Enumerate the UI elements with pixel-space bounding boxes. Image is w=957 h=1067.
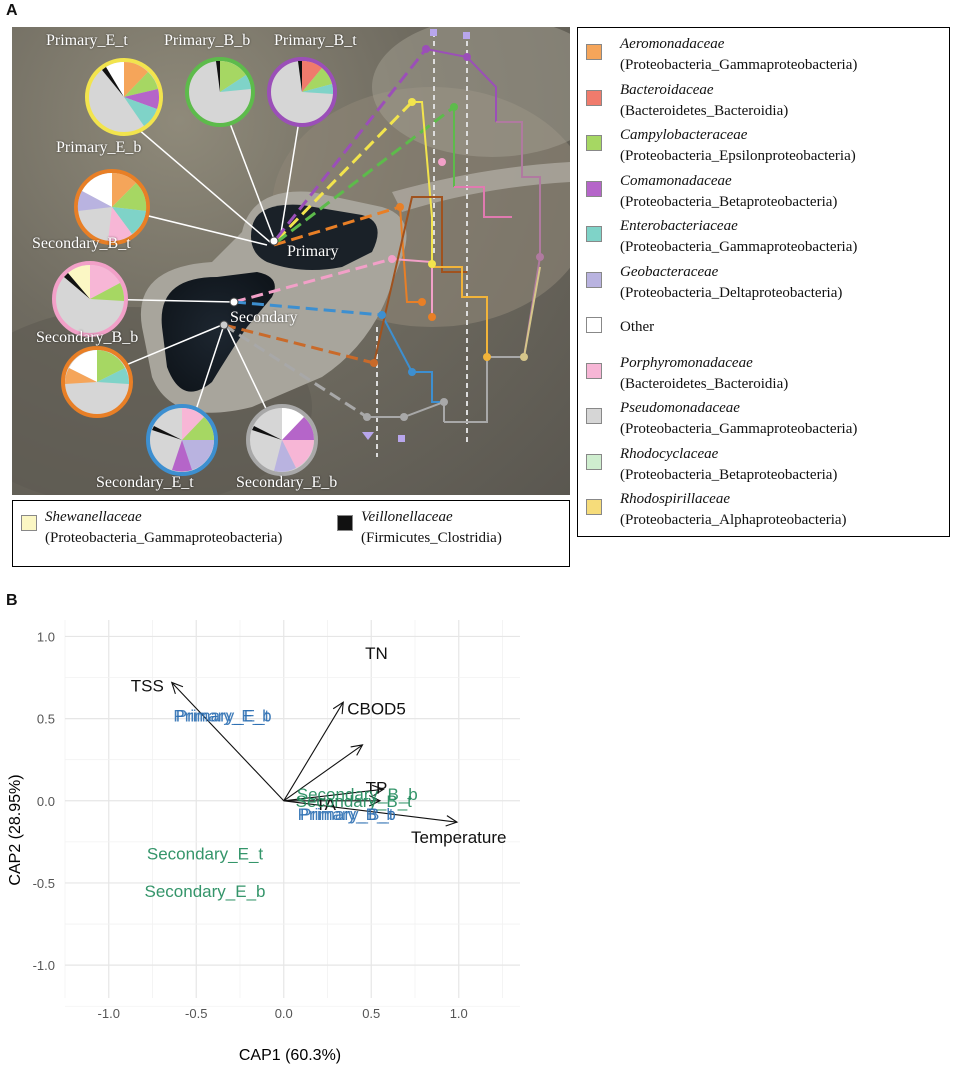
x-tick-label: 0.0 [275,1006,293,1021]
legend-swatch-campylobacteraceae [586,135,602,151]
sample-label-primary-b-b: Primary_B_b [298,805,396,824]
dendrogram-dashed-links [223,48,455,419]
legend-swatch-comamonadaceae [586,180,602,197]
legend-swatch-enterobacteriaceae [586,226,602,242]
vector-label-temperature: Temperature [411,828,506,847]
legend-entry-campylobacteraceae: Campylobacteraceae(Proteobacteria_Epsilo… [620,127,856,164]
sample-label-secondary-e-b: Secondary_E_b [145,882,266,901]
pie-secondary-e-b [246,404,318,476]
vector-label-ta: TA [316,795,337,814]
legend-swatch-aeromonadaceae [586,44,602,60]
legend-entry-aeromonadaceae: Aeromonadaceae(Proteobacteria_Gammaprote… [620,36,858,73]
sample-label-primary-b-t: Primary_B_t [300,805,394,824]
y-tick-label: 1.0 [37,629,55,644]
vector-arrowhead [170,681,184,695]
pie-label-primary-e-t: Primary_E_t [46,32,128,49]
legend-entry-enterobacteriaceae: Enterobacteriaceae(Proteobacteria_Gammap… [620,218,858,255]
legend-entry-pseudomonadaceae: Pseudomonadaceae(Proteobacteria_Gammapro… [620,400,858,437]
x-tick-label: 0.5 [362,1006,380,1021]
map-label-primary: Primary [287,243,339,260]
pie-primary-e-t [85,58,163,136]
vector-arrowhead [332,701,344,715]
legend-swatch-rhodocyclaceae [586,453,602,470]
vector-cbod5 [283,744,363,802]
vector-tss [171,682,285,802]
y-axis-label: CAP2 (28.95%) [7,774,24,885]
sample-label-secondary-e-t: Secondary_E_t [147,844,264,863]
pie-label-primary-b-b: Primary_B_b [164,32,251,49]
sample-label-secondary-b-t: Secondary_B_t [296,792,413,811]
map-label-secondary: Secondary [230,309,298,326]
vector-temperature [283,800,458,823]
legend-entry-other: Other [620,319,655,335]
legend-entry-porphyromonadaceae: Porphyromonadaceae(Bacteroidetes_Bactero… [620,354,789,392]
vector-label-tss: TSS [131,677,164,696]
vector-label-tn: TN [365,644,388,663]
y-tick-label: 0.5 [37,712,55,727]
map-graphics [12,27,570,495]
pie-secondary-e-t [146,404,218,476]
vector-label-tp: TP [366,779,388,798]
legend-entry-rhodocyclaceae: Rhodocyclaceae(Proteobacteria_Betaproteo… [620,445,838,483]
plot-grid [64,620,520,1007]
legend-entry-veillonellaceae: Veillonellaceae (Firmicutes_Clostridia) [361,509,502,546]
vector-arrowhead [350,744,364,756]
legend-swatch-pseudomonadaceae [586,408,602,424]
legend-entry-bacteroidaceae: Bacteroidaceae(Bacteroidetes_Bacteroidia… [620,81,789,119]
vector-arrowhead [368,795,382,807]
cap-biplot: -1.0 -0.5 0.0 0.5 1.0 -1.0 -0.5 0.0 0.5 1.0 TSS TN… [7,620,520,1064]
pie-label-primary-b-t: Primary_B_t [274,32,357,49]
legend-swatch-porphyromonadaceae [586,362,602,379]
legend-swatch-bacteroidaceae [586,89,602,106]
legend-swatch-rhodospirillaceae [586,499,602,515]
pie-primary-b-t [267,57,337,127]
axis-ticks: -1.0 -0.5 0.0 0.5 1.0 -1.0 -0.5 0.0 0.5 1.0 [33,629,468,1021]
pie-label-secondary-b-t: Secondary_B_t [32,235,131,252]
legend-entry-rhodospirillaceae: Rhodospirillaceae(Proteobacteria_Alphapr… [620,491,847,528]
pie-label-primary-e-b: Primary_E_b [56,139,142,156]
vector-tp [283,788,384,802]
panel-b-letter: B [6,592,18,609]
satellite-map: Primary_E_t Primary_B_b Primary_B_t Prim… [12,27,570,495]
sampling-points [219,236,279,330]
legend-swatch-shewanellaceae [21,515,37,531]
vector-arrowhead [371,784,385,797]
legend-swatch-other [586,317,602,333]
x-tick-label: 1.0 [450,1006,468,1021]
panel-a-letter: A [6,2,18,19]
vector-tn [283,701,344,802]
x-axis-label: CAP1 (60.3%) [239,1047,341,1064]
pie-label-secondary-b-b: Secondary_B_b [36,329,139,346]
secondary-pond [161,272,275,392]
sample-label-primary-e-t: Primary_E_t [176,706,270,725]
vector-arrowhead [445,815,459,827]
x-tick-label: -0.5 [185,1006,207,1021]
pie-secondary-b-b [61,346,133,418]
legend-entry-comamonadaceae: Comamonadaceae(Proteobacteria_Betaproteo… [620,172,838,210]
vector-label-cbod5: CBOD5 [347,700,406,719]
pie-secondary-b-t [52,261,128,337]
family-legend-bottom: Shewanellaceae (Proteobacteria_Gammaprot… [12,500,570,567]
legend-swatch-veillonellaceae [337,515,353,531]
pie-label-secondary-e-b: Secondary_E_b [236,474,338,491]
sample-label-primary-e-b: Primary_E_b [173,706,271,725]
sample-labels: Primary_E_tPrimary_E_bSecondary_B_bSecon… [145,706,418,901]
y-tick-label: -0.5 [33,876,55,891]
pie-primary-e-b [74,169,150,245]
y-tick-label: 0.0 [37,794,55,809]
sample-label-secondary-b-b: Secondary_B_b [297,785,418,804]
family-legend: Aeromonadaceae(Proteobacteria_Gammaprote… [577,27,950,537]
y-tick-label: -1.0 [33,958,55,973]
dendrogram [362,29,544,457]
legend-swatch-geobacteraceae [586,271,602,288]
legend-entry-geobacteraceae: Geobacteraceae(Proteobacteria_Deltaprote… [620,263,843,301]
x-tick-label: -1.0 [98,1006,120,1021]
pie-label-secondary-e-t: Secondary_E_t [96,474,194,491]
legend-entry-shewanellaceae: Shewanellaceae (Proteobacteria_Gammaprot… [45,509,283,546]
pie-primary-b-b [185,57,255,127]
